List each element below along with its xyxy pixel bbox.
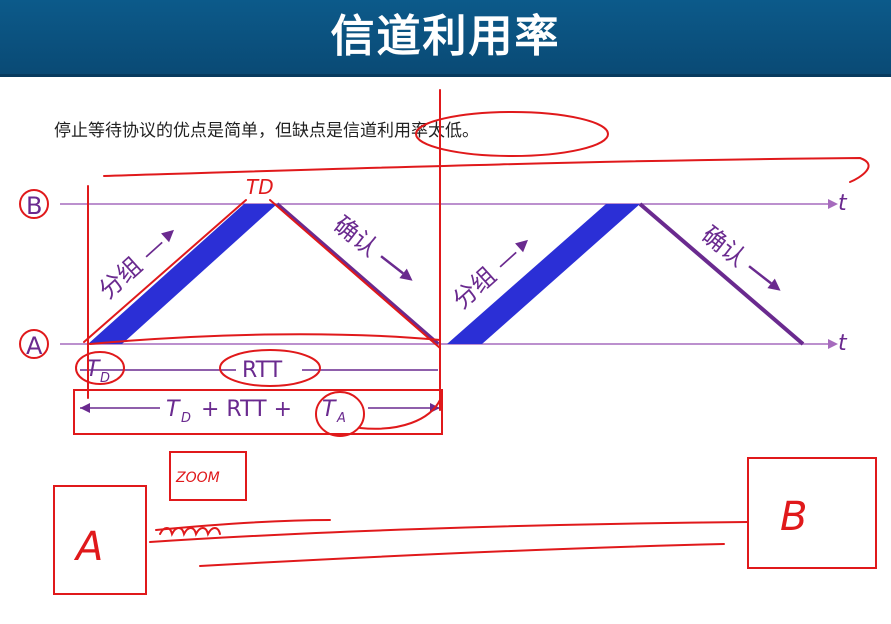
packet-arrowhead-1 bbox=[161, 229, 174, 243]
brace-top bbox=[103, 156, 870, 183]
scribble-link-1 bbox=[149, 521, 749, 543]
slide-title: 信道利用率 bbox=[330, 11, 561, 62]
total-formula-box bbox=[73, 389, 443, 435]
packet-arrowhead-2 bbox=[515, 239, 528, 253]
packet-band-2 bbox=[447, 204, 640, 344]
ack-arrowhead-1 bbox=[399, 268, 413, 281]
scribble-coil bbox=[159, 527, 221, 537]
total-mid-text: + RTT + bbox=[194, 397, 299, 422]
td-label-base: T bbox=[86, 357, 101, 382]
zoom-box bbox=[169, 451, 247, 501]
red-ack-edge bbox=[269, 199, 441, 349]
td-label-sub: D bbox=[100, 371, 110, 386]
packet-band-1 bbox=[88, 204, 277, 344]
b-axis-arrow bbox=[828, 199, 838, 209]
scribble-link-3 bbox=[199, 543, 725, 567]
total-label-bg bbox=[160, 392, 368, 422]
box-a-handwriting: A bbox=[73, 524, 103, 570]
hand-box-b bbox=[747, 457, 877, 569]
packet-label-1: 分组 bbox=[93, 252, 147, 305]
rtt-label: RTT bbox=[242, 358, 283, 383]
circle-ta bbox=[315, 391, 365, 437]
b-time-label: t bbox=[838, 191, 848, 216]
circle-rtt bbox=[219, 349, 321, 387]
ack-arrowhead-2 bbox=[767, 278, 781, 291]
circle-low-utilization bbox=[415, 111, 609, 157]
title-bar bbox=[0, 0, 891, 77]
total-arrow-left bbox=[80, 403, 90, 413]
ta-tail bbox=[359, 399, 441, 430]
red-base-line bbox=[89, 333, 441, 345]
a-time-label: t bbox=[838, 331, 848, 356]
ack-arrow-1 bbox=[380, 255, 404, 275]
zoom-handwriting: ZOOM bbox=[175, 470, 220, 486]
total-td-sub: D bbox=[181, 411, 191, 426]
hand-annotations bbox=[19, 89, 877, 595]
a-node-label: A bbox=[26, 332, 43, 360]
circle-td bbox=[75, 351, 125, 385]
ack-line-1 bbox=[275, 202, 440, 346]
rtt-label-bg bbox=[236, 356, 302, 382]
box-b-handwriting: B bbox=[780, 494, 807, 540]
circle-node-b bbox=[19, 189, 49, 219]
circle-node-a bbox=[19, 329, 49, 359]
ack-line-2 bbox=[638, 202, 805, 346]
intro-text: 停止等待协议的优点是简单，但缺点是信道利用率太低。 bbox=[54, 121, 479, 141]
a-axis-arrow bbox=[828, 339, 838, 349]
red-packet-edge bbox=[83, 199, 247, 343]
td-handwriting: TD bbox=[246, 175, 274, 199]
total-td-base: T bbox=[166, 397, 181, 422]
total-ta-base: T bbox=[322, 397, 337, 422]
ack-label-2: 确认 bbox=[696, 221, 751, 273]
ack-arrow-2 bbox=[748, 265, 772, 285]
hand-box-a bbox=[53, 485, 147, 595]
b-node-label: B bbox=[26, 192, 42, 220]
total-ta-sub: A bbox=[336, 411, 346, 426]
